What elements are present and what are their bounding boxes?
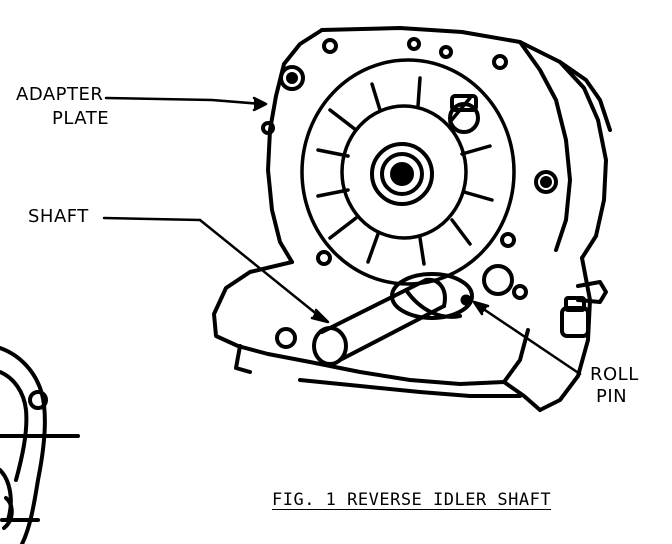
leader-lines	[102, 96, 582, 376]
partial-adjacent-drawing	[0, 346, 80, 544]
center-bearing	[370, 142, 434, 206]
bolt-heads	[261, 37, 608, 349]
figure-caption: FIG. 1 REVERSE IDLER SHAFT	[272, 490, 552, 510]
transmission-housing	[212, 26, 612, 412]
reverse-idler-shaft	[312, 272, 474, 366]
roll-pin-label: ROLL	[590, 364, 639, 385]
shaft-label: SHAFT	[28, 206, 89, 227]
adapter-plate-ring	[300, 58, 516, 286]
roll-pin	[460, 294, 472, 306]
adapter-plate-label: ADAPTER	[16, 84, 104, 105]
roll-pin-label-line2: PIN	[596, 386, 628, 407]
adapter-plate-label-line2: PLATE	[52, 108, 110, 129]
